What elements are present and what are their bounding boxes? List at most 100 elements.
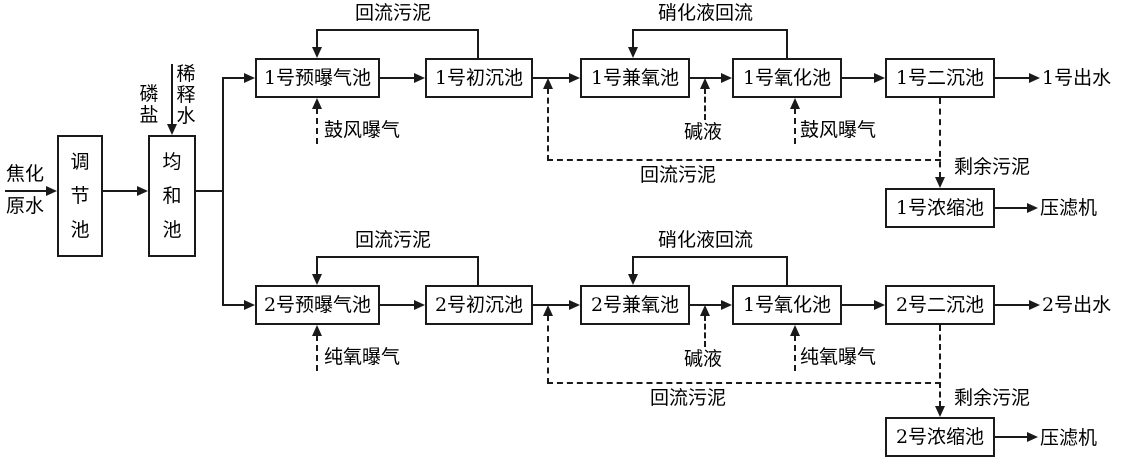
t1-pre-aeration-input-arrowhead (312, 98, 322, 109)
t2-arrow-to-filter-press (1027, 432, 1038, 442)
t2-rs-loop-right (477, 256, 479, 285)
t1-effluent-label: 1号出水 (1042, 67, 1112, 89)
t1-line-to-filter-press (995, 207, 1028, 209)
t2-return-sludge-dashed-label: 回流污泥 (650, 387, 727, 409)
t1-arrow-to-filter-press (1027, 203, 1038, 213)
t1-excess-sludge-label: 剩余污泥 (954, 156, 1031, 178)
t2-rs-loop-top (316, 256, 478, 258)
t1-rs-dashed-left-vertical (547, 88, 549, 161)
tank-train1-facultative: 1号兼氧池 (580, 58, 690, 98)
t2-effluent-label: 2号出水 (1042, 294, 1112, 316)
t2-arrow-oxidation-to-secondary (874, 300, 885, 310)
t2-oxidation-aeration-label: 纯氧曝气 (800, 346, 877, 368)
t1-line-oxidation-to-secondary (842, 77, 875, 79)
tank-train1-secondary-clarifier-label: 1号二沉池 (895, 66, 985, 89)
tank-train2-oxidation-label: 1号氧化池 (742, 293, 832, 316)
tank-train1-oxidation: 1号氧化池 (732, 58, 842, 98)
t1-alkali-line (704, 88, 706, 120)
tank-train1-thickener: 1号浓缩池 (885, 188, 995, 228)
tank-train2-pre-aeration: 2号预曝气池 (255, 285, 380, 325)
tank-regulating: 调节池 (57, 135, 103, 257)
t1-return-sludge-loop-label: 回流污泥 (355, 2, 432, 24)
tank-train1-primary-clarifier-label: 1号初沉池 (434, 66, 524, 89)
tank-train2-primary-clarifier-label: 2号初沉池 (434, 293, 524, 316)
tank-train2-thickener-label: 2号浓缩池 (895, 425, 985, 448)
tank-train1-pre-aeration: 1号预曝气池 (255, 58, 380, 98)
influent-label-line2: 原水 (6, 195, 45, 217)
tank-train1-pre-aeration-label: 1号预曝气池 (263, 66, 372, 89)
t2-arrow-pre-to-primary (414, 300, 425, 310)
tank-train1-secondary-clarifier: 1号二沉池 (885, 58, 995, 98)
t2-excess-sludge-arrowhead (935, 406, 945, 417)
tank-train2-secondary-clarifier-label: 2号二沉池 (895, 293, 985, 316)
tank-train2-facultative-label: 2号兼氧池 (590, 293, 680, 316)
t2-pre-aeration-input-label: 纯氧曝气 (324, 346, 401, 368)
tank-train1-facultative-label: 1号兼氧池 (590, 66, 680, 89)
t2-nr-loop-right (786, 256, 788, 285)
t1-arrow-pre-to-primary (414, 73, 425, 83)
t2-line-oxidation-to-secondary (842, 304, 875, 306)
tank-train2-secondary-clarifier: 2号二沉池 (885, 285, 995, 325)
t2-rs-loop-left (316, 256, 318, 275)
t2-line-to-filter-press (995, 436, 1028, 438)
tank-train1-oxidation-label: 1号氧化池 (742, 66, 832, 89)
arrowhead-to-train1 (244, 73, 255, 83)
tank-regulating-label: 调节池 (70, 151, 90, 241)
t2-alkali-arrowhead (700, 305, 710, 316)
t1-sludge-down-vertical (939, 98, 941, 178)
split-to-train1-line (222, 77, 245, 79)
t2-oxidation-aeration-line (794, 335, 796, 371)
t1-arrow-to-effluent (1029, 73, 1040, 83)
t1-rs-loop-left (316, 29, 318, 48)
dosing-arrowhead (167, 124, 177, 135)
tank-train2-primary-clarifier: 2号初沉池 (425, 285, 533, 325)
t1-arrow-primary-to-facultative (569, 73, 580, 83)
t1-excess-sludge-arrowhead (935, 177, 945, 188)
t1-alkali-arrowhead (700, 78, 710, 89)
t2-excess-sludge-label: 剩余污泥 (954, 387, 1031, 409)
t2-nr-loop-arrowhead (628, 274, 638, 285)
tank-equalization-label: 均和池 (162, 151, 182, 241)
influent-arrowhead (46, 186, 57, 196)
equalization-outlet-line (196, 190, 224, 192)
t1-rs-dashed-arrowhead (543, 78, 553, 89)
t2-sludge-down-vertical (939, 325, 941, 407)
t2-oxidation-aeration-arrowhead (790, 325, 800, 336)
t1-nr-loop-left (632, 29, 634, 48)
dosing-line (171, 64, 173, 125)
t2-rs-loop-arrowhead (312, 274, 322, 285)
tank-train1-thickener-label: 1号浓缩池 (895, 196, 985, 219)
t2-line-to-effluent (995, 304, 1030, 306)
t2-alkali-label: 碱液 (684, 348, 723, 370)
tank-train2-facultative: 2号兼氧池 (580, 285, 690, 325)
influent-label-line1: 焦化 (6, 163, 45, 185)
dilution-water-label: 稀释水 (176, 63, 196, 127)
t1-nitrified-return-label: 硝化液回流 (658, 2, 754, 24)
t1-rs-loop-top (316, 29, 478, 31)
t2-nr-loop-left (632, 256, 634, 275)
t1-alkali-label: 碱液 (684, 121, 723, 143)
tank-train2-oxidation: 1号氧化池 (732, 285, 842, 325)
t2-arrow-facultative-to-oxidation (721, 300, 732, 310)
t2-rs-dashed-arrowhead (543, 305, 553, 316)
t1-nr-loop-right (786, 29, 788, 58)
t1-nr-loop-top (632, 29, 787, 31)
t1-arrow-facultative-to-oxidation (721, 73, 732, 83)
t1-oxidation-aeration-line (794, 108, 796, 144)
t2-return-sludge-loop-label: 回流污泥 (355, 229, 432, 251)
t1-nr-loop-arrowhead (628, 47, 638, 58)
t2-pre-aeration-input-line (316, 335, 318, 371)
t1-line-pre-to-primary (380, 77, 415, 79)
tank-train2-thickener: 2号浓缩池 (885, 417, 995, 457)
arrowhead-to-equalization (137, 186, 148, 196)
t1-arrow-oxidation-to-secondary (874, 73, 885, 83)
t1-oxidation-aeration-label: 鼓风曝气 (800, 119, 877, 141)
t1-pre-aeration-input-line (316, 108, 318, 144)
phosphate-label: 磷盐 (139, 83, 159, 126)
t2-rs-dashed-left-vertical (547, 315, 549, 384)
flow-line-regulating-to-equalization (103, 190, 138, 192)
t2-alkali-line (704, 315, 706, 347)
t1-return-sludge-dashed-label: 回流污泥 (640, 164, 717, 186)
t1-rs-loop-right (477, 29, 479, 58)
